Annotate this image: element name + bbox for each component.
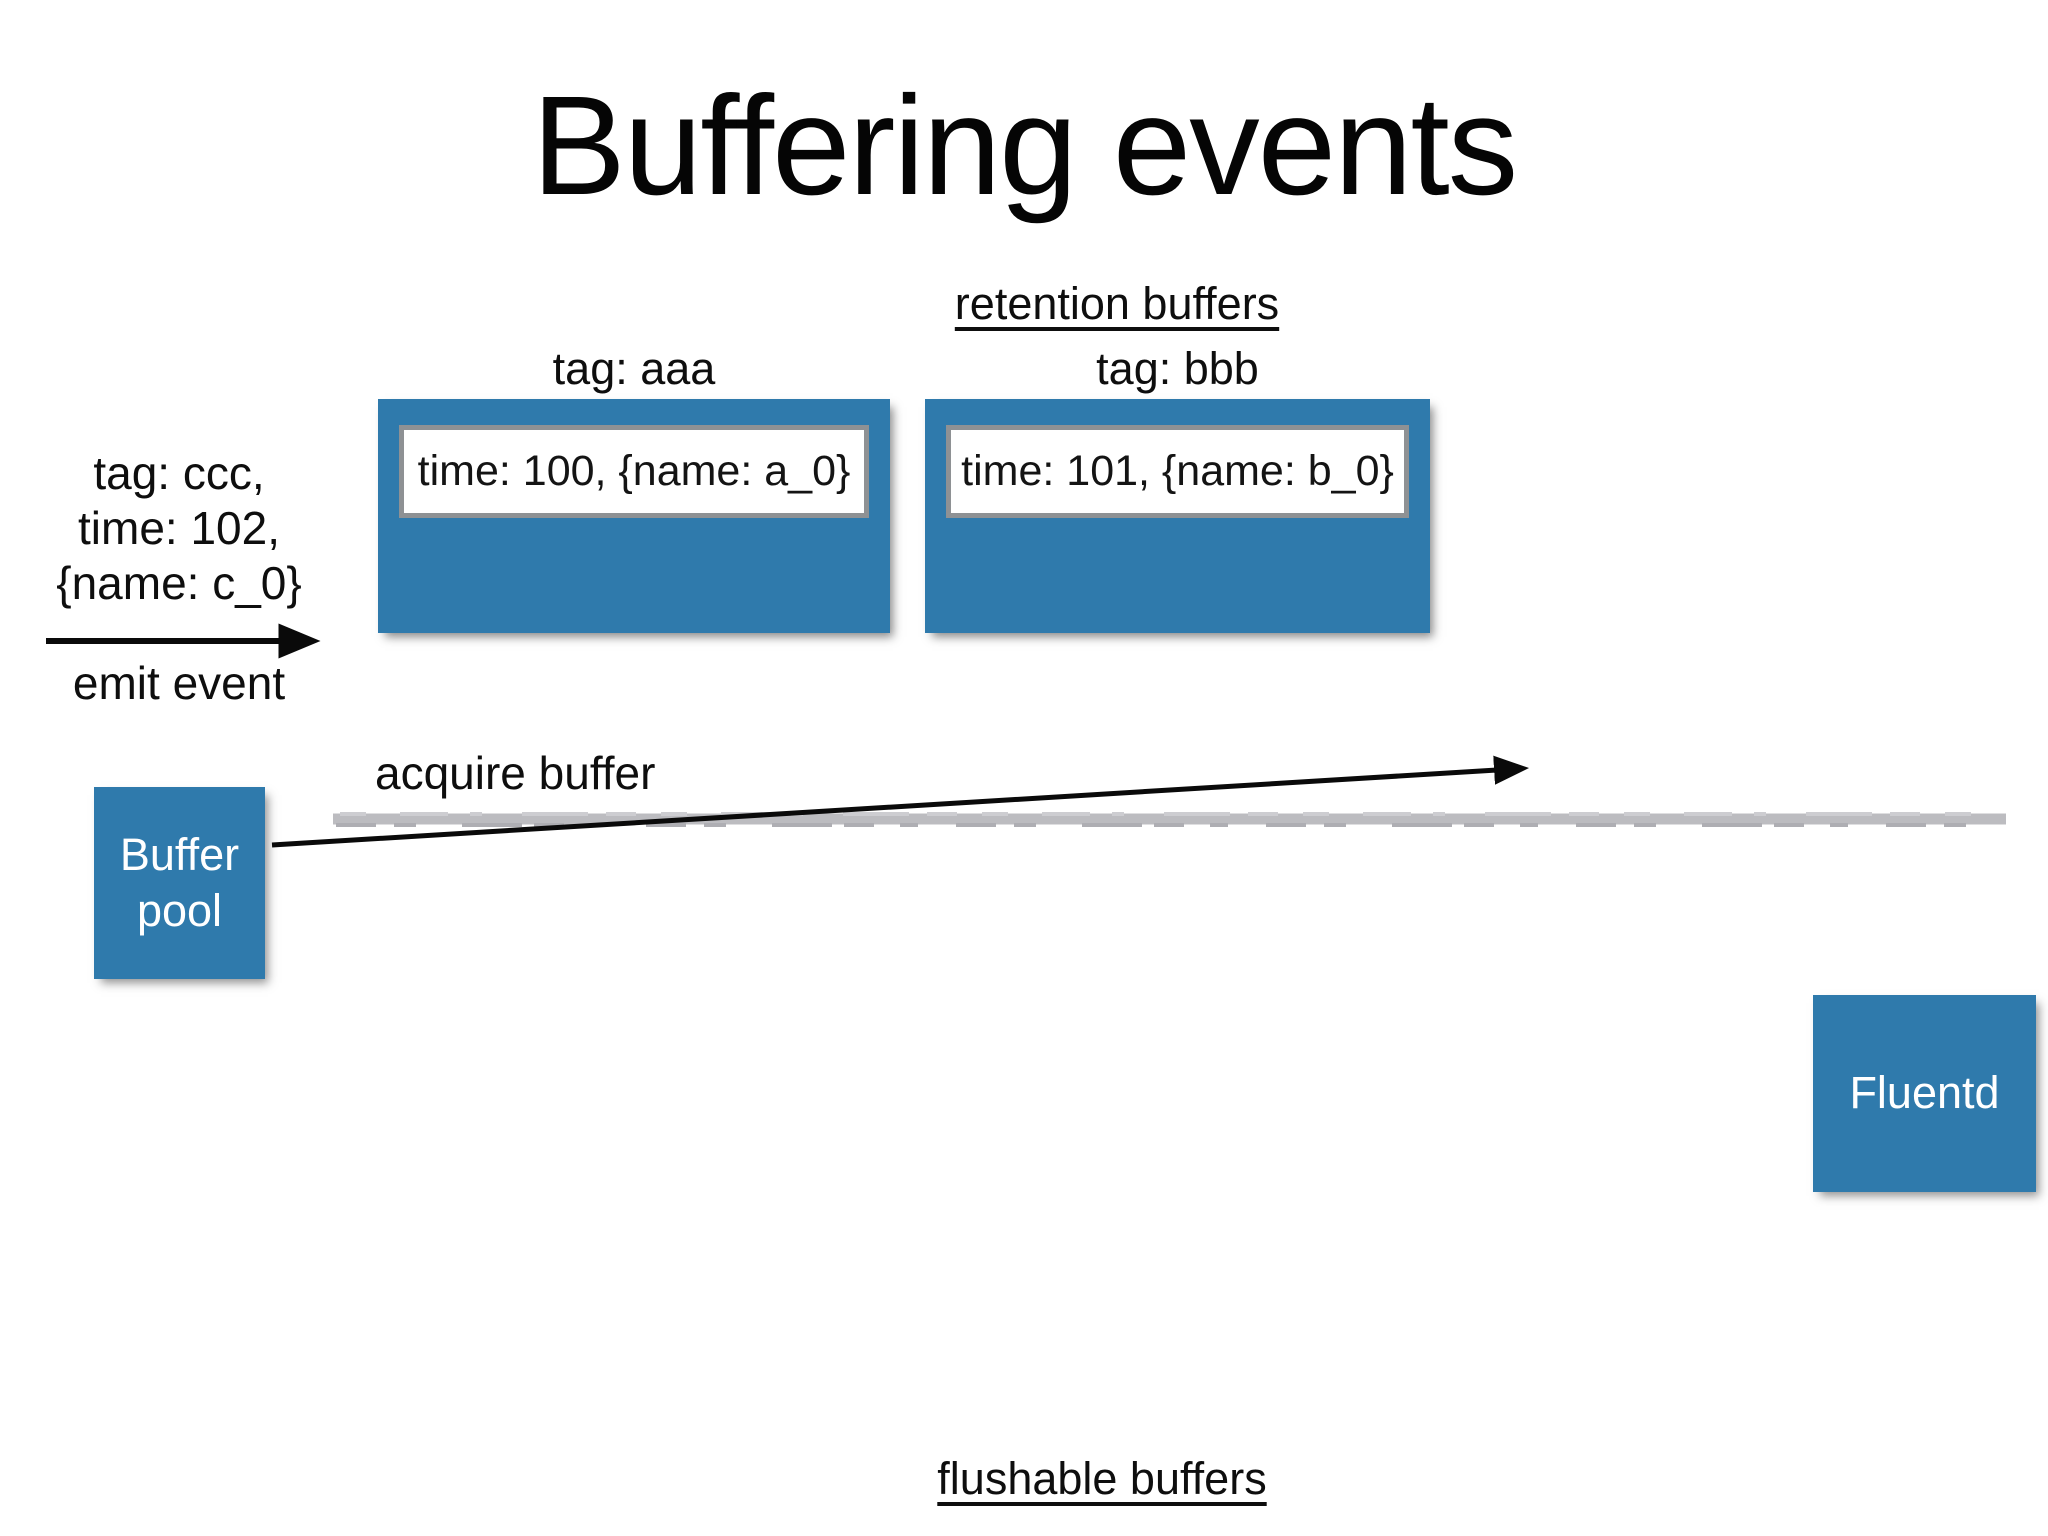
event-record-a0: time: 100, {name: a_0} [399, 425, 869, 518]
incoming-event-line-record: {name: c_0} [56, 557, 302, 609]
incoming-event-text: tag: ccc, time: 102, {name: c_0} [28, 446, 330, 611]
incoming-event-line-tag: tag: ccc, [93, 447, 265, 499]
retention-buffer-aaa: time: 100, {name: a_0} [378, 399, 890, 633]
fluentd-box: Fluentd [1813, 995, 2036, 1192]
flushable-buffers-heading: flushable buffers [937, 1453, 1267, 1504]
retention-buffer-bbb: time: 101, {name: b_0} [925, 399, 1430, 633]
tag-bbb-label: tag: bbb [1096, 343, 1259, 394]
acquire-buffer-label: acquire buffer [375, 747, 656, 799]
retention-buffers-heading: retention buffers [954, 278, 1280, 329]
slide-title: Buffering events [531, 66, 1518, 224]
tag-aaa-label: tag: aaa [552, 343, 716, 394]
buffer-pool-box: Buffer pool [94, 787, 265, 979]
fluentd-label: Fluentd [1849, 1067, 2000, 1119]
pool-divider-line [333, 812, 2006, 827]
incoming-event-line-time: time: 102, [78, 502, 280, 554]
emit-event-label: emit event [72, 657, 286, 709]
buffer-pool-label: Buffer pool [119, 828, 240, 936]
event-record-b0: time: 101, {name: b_0} [946, 425, 1409, 518]
